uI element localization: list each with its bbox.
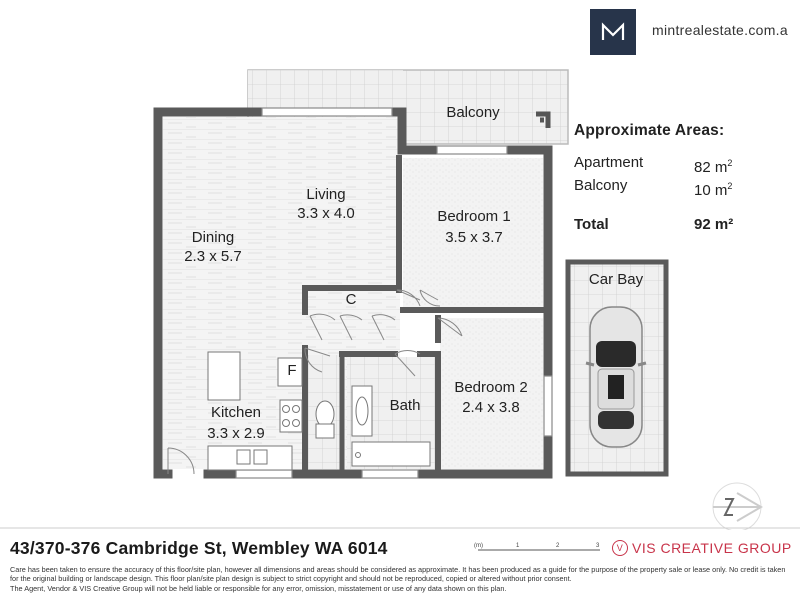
balcony-unit-sup: 2	[727, 181, 733, 191]
living-label: Living	[306, 186, 345, 203]
kitchen-dims: 3.3 x 2.9	[207, 425, 265, 442]
bedroom1-dims: 3.5 x 3.7	[445, 229, 503, 246]
cupboard-label: C	[346, 291, 357, 308]
door-swings	[167, 289, 463, 475]
kitchen-fixtures	[207, 351, 303, 471]
balcony-label: Balcony	[446, 104, 500, 121]
bedroom2-floor	[440, 318, 543, 469]
scale-bar: (m) 1 2 3	[474, 543, 600, 551]
car-icon	[585, 306, 647, 448]
total-label: Total	[574, 216, 609, 233]
car-bay	[565, 259, 669, 477]
disclaimer-line-1: Care has been taken to ensure the accura…	[10, 565, 786, 584]
area-row-apartment: Apartment 82 m2	[574, 154, 754, 177]
carbay-label: Car Bay	[589, 271, 644, 288]
agency-logo	[590, 9, 636, 55]
disclaimer-line-2: The Agent, Vendor & VIS Creative Group w…	[10, 583, 507, 593]
apartment-label: Apartment	[574, 154, 644, 171]
bath-label: Bath	[390, 397, 421, 414]
scale-tick-2: 2	[556, 543, 560, 549]
floor-plan: Balcony Living 3.3 x 4.0 Dining 2.3 x 5.…	[0, 69, 800, 530]
balcony-area-value: 10 m	[694, 182, 728, 199]
dining-dims: 2.3 x 5.7	[184, 248, 242, 265]
area-row-total: Total 92 m²	[574, 216, 754, 234]
fridge-label: F	[287, 362, 296, 379]
apartment-unit-sup: 2	[727, 158, 733, 168]
north-arrow-icon	[712, 482, 763, 530]
bedroom2-label: Bedroom 2	[454, 379, 527, 396]
agency-website: mintrealestate.com.a	[652, 22, 788, 38]
area-row-balcony: Balcony 10 m2	[574, 177, 754, 200]
vis-logo-icon: V	[612, 540, 628, 556]
apartment-value: 82 m	[694, 159, 728, 176]
vis-creative-brand: V VIS CREATIVE GROUP	[612, 540, 792, 556]
approximate-areas-panel: Approximate Areas: Apartment 82 m2 Balco…	[574, 122, 754, 234]
living-dims: 3.3 x 4.0	[297, 205, 355, 222]
scale-tick-1: 1	[516, 543, 520, 549]
scale-unit: (m)	[474, 543, 483, 549]
areas-title: Approximate Areas:	[574, 122, 725, 139]
m-logo-icon	[601, 22, 625, 40]
windows	[235, 107, 553, 479]
property-address: 43/370-376 Cambridge St, Wembley WA 6014	[10, 538, 388, 558]
bedroom1-floor	[403, 158, 543, 308]
balcony-area-label: Balcony	[574, 177, 628, 194]
bedroom1-label: Bedroom 1	[437, 208, 510, 225]
disclaimer: Care has been taken to ensure the accura…	[10, 565, 795, 593]
bath-fixtures	[315, 385, 431, 467]
kitchen-label: Kitchen	[211, 404, 261, 421]
dining-label: Dining	[192, 229, 235, 246]
vis-brand-text: VIS CREATIVE GROUP	[632, 540, 792, 556]
scale-tick-3: 3	[596, 543, 600, 549]
bedroom2-dims: 2.4 x 3.8	[462, 399, 520, 416]
total-value: 92 m²	[694, 216, 734, 233]
